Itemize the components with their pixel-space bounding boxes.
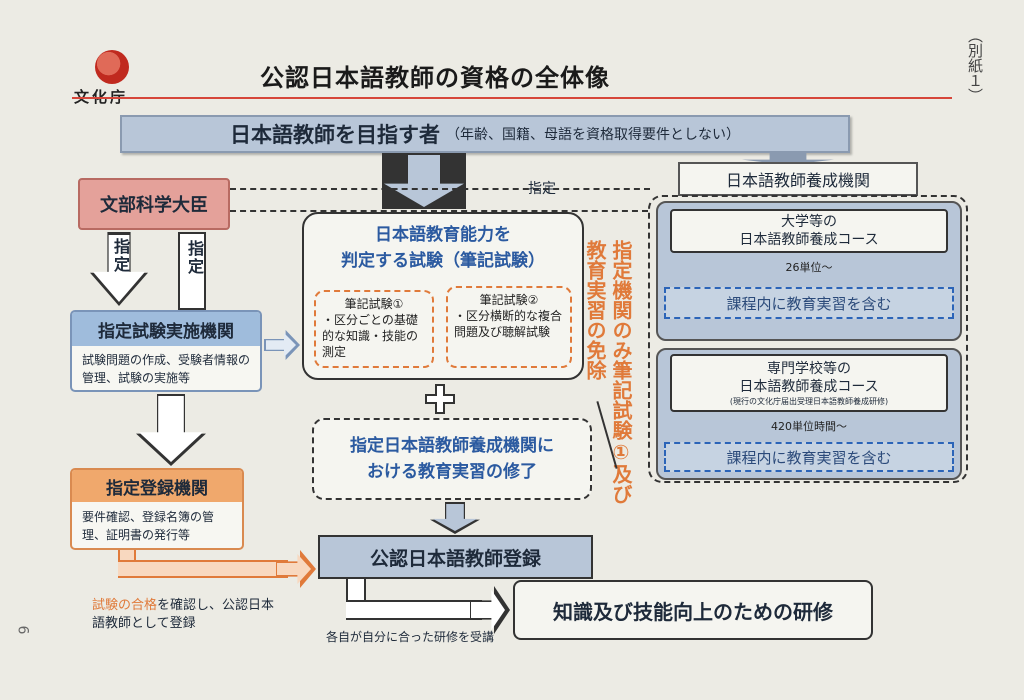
designate-connector <box>230 188 650 190</box>
exam-box: 日本語教育能力を 判定する試験（筆記試験） 筆記試験① ・区分ごとの基礎的な知識… <box>302 212 584 380</box>
annex-label: （別紙１） <box>966 28 984 103</box>
written-exam-1-title: 筆記試験① <box>344 297 404 311</box>
page-number: 6 <box>14 625 31 635</box>
page-title: 公認日本語教師の資格の全体像 <box>260 64 610 92</box>
designate-connector <box>230 210 648 212</box>
written-exam-2-body: ・区分横断的な複合問題及び聴解試験 <box>454 309 563 339</box>
exam-org-body: 試験問題の作成、受験者情報の管理、試験の実施等 <box>82 353 251 385</box>
banner-main-text: 日本語教師を目指す者 <box>230 123 440 147</box>
self-training-note: 各自が自分に合った研修を受講 <box>326 630 495 644</box>
certified-teacher-registration: 公認日本語教師登録 <box>318 535 593 579</box>
written-exam-2: 筆記試験② ・区分横断的な複合問題及び聴解試験 <box>446 286 572 368</box>
skill-improvement-training: 知識及び技能向上のための研修 <box>513 580 873 640</box>
arrow-down-icon <box>433 504 477 531</box>
teaching-practice-box: 指定日本語教師養成機関に おける教育実習の修了 <box>312 418 592 500</box>
exam-title-line2: 判定する試験（筆記試験） <box>341 251 545 271</box>
written-exam-2-title: 筆記試験② <box>479 293 539 307</box>
plus-icon <box>427 396 453 402</box>
institution-frame <box>648 195 968 483</box>
vocational-line1: 専門学校等の <box>767 360 851 377</box>
designate-label-top: 指定 <box>528 181 556 197</box>
designate-bar <box>178 232 206 310</box>
vocational-units: 420単位時間～ <box>771 420 847 433</box>
written-exam-1: 筆記試験① ・区分ごとの基礎的な知識・技能の測定 <box>314 290 434 368</box>
exemption-text-line1: 指定機関のみ筆記試験①及び <box>609 240 633 504</box>
exam-title-line1: 日本語教育能力を <box>375 225 511 245</box>
practice-line1: 指定日本語教師養成機関に <box>350 436 554 456</box>
agency-logo-icon <box>95 50 129 84</box>
university-course-box: 大学等の 日本語教師養成コース <box>670 209 948 253</box>
university-units: 26単位～ <box>785 261 833 274</box>
vocational-practice-included: 課程内に教育実習を含む <box>664 442 954 472</box>
reg-org-title: 指定登録機関 <box>72 470 242 502</box>
written-exam-1-body: ・区分ごとの基礎的な知識・技能の測定 <box>322 313 419 359</box>
training-connector <box>346 600 482 620</box>
teacher-training-institution-label: 日本語教師養成機関 <box>678 162 918 196</box>
vocational-course-box: 専門学校等の 日本語教師養成コース (現行の文化庁届出受理日本語教師養成研修) <box>670 354 948 412</box>
arrow-down-icon <box>139 396 203 462</box>
title-underline <box>72 97 952 99</box>
practice-line2: おける教育実習の修了 <box>367 462 537 482</box>
vocational-panel: 専門学校等の 日本語教師養成コース (現行の文化庁届出受理日本語教師養成研修) … <box>656 348 962 480</box>
university-panel: 大学等の 日本語教師養成コース 26単位～ 課程内に教育実習を含む <box>656 201 962 341</box>
pass-confirmation-note: 試験の合格を確認し、公認日本 語教師として登録 <box>92 597 274 633</box>
pass-rest1: を確認し、公認日本 <box>157 598 275 613</box>
designate-label-left1: 指定 <box>111 238 130 274</box>
designated-registration-organization: 指定登録機関 要件確認、登録名簿の管理、証明書の発行等 <box>70 468 244 550</box>
designate-label-left2: 指定 <box>185 240 204 276</box>
university-line2: 日本語教師養成コース <box>739 232 879 248</box>
designated-exam-organization: 指定試験実施機関 試験問題の作成、受験者情報の管理、試験の実施等 <box>70 310 262 392</box>
vocational-line2: 日本語教師養成コース <box>739 378 879 395</box>
vocational-note: (現行の文化庁届出受理日本語教師養成研修) <box>729 396 889 406</box>
exam-title: 日本語教育能力を 判定する試験（筆記試験） <box>304 222 582 274</box>
minister-box: 文部科学大臣 <box>78 178 230 230</box>
reg-org-body: 要件確認、登録名簿の管理、証明書の発行等 <box>82 510 215 542</box>
exemption-text-line2: 教育実習の免除 <box>583 240 607 380</box>
university-line1: 大学等の <box>781 214 837 230</box>
university-practice-included: 課程内に教育実習を含む <box>664 287 954 319</box>
pass-highlight: 試験の合格 <box>92 598 158 613</box>
orange-connector <box>118 560 288 578</box>
exam-org-title: 指定試験実施機関 <box>72 312 260 346</box>
banner-sub-text: （年齢、国籍、母語を資格取得要件としない） <box>446 127 740 143</box>
target-people-banner: 日本語教師を目指す者 （年齢、国籍、母語を資格取得要件としない） <box>120 115 850 153</box>
pass-rest2: 語教師として登録 <box>92 616 196 631</box>
